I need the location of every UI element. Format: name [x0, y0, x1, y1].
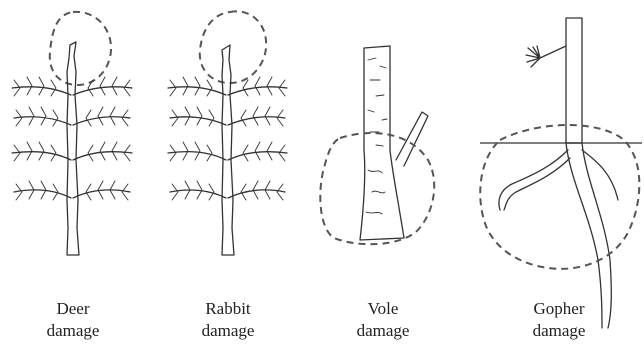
- vole-gnaw-marks: [366, 170, 385, 214]
- vole-trunk: [360, 46, 404, 240]
- rabbit-caption-line1: Rabbit: [168, 298, 288, 320]
- vole-damage-zone-outline: [320, 133, 434, 244]
- deer-branches: [12, 87, 132, 198]
- deer-damage-zone-outline: [50, 12, 111, 85]
- gopher-right-root: [582, 150, 618, 200]
- deer-caption-line1: Deer: [13, 298, 133, 320]
- rabbit-damage-zone-outline: [200, 11, 266, 83]
- vole-caption-line2: damage: [323, 320, 443, 342]
- gopher-left-root: [499, 150, 570, 210]
- vole-damage-caption: Vole damage: [323, 298, 443, 342]
- deer-needles: [14, 77, 130, 200]
- gopher-damage-caption: Gopher damage: [499, 298, 619, 342]
- rabbit-branches: [168, 87, 287, 198]
- rabbit-stem: [222, 45, 234, 255]
- vole-caption-line1: Vole: [323, 298, 443, 320]
- gopher-caption-line1: Gopher: [499, 298, 619, 320]
- deer-seedling-illustration: [12, 12, 132, 255]
- rabbit-caption-line2: damage: [168, 320, 288, 342]
- gopher-caption-line2: damage: [499, 320, 619, 342]
- deer-caption-line2: damage: [13, 320, 133, 342]
- rabbit-damage-caption: Rabbit damage: [168, 298, 288, 342]
- gopher-damage-zone-outline: [480, 125, 639, 269]
- deer-stem: [67, 42, 79, 255]
- rabbit-needles: [170, 77, 285, 200]
- rabbit-seedling-illustration: [168, 11, 287, 255]
- gopher-roots-illustration: [480, 18, 642, 328]
- deer-damage-caption: Deer damage: [13, 298, 133, 342]
- gopher-branch-tuft: [526, 46, 566, 67]
- vole-trunk-illustration: [320, 46, 434, 244]
